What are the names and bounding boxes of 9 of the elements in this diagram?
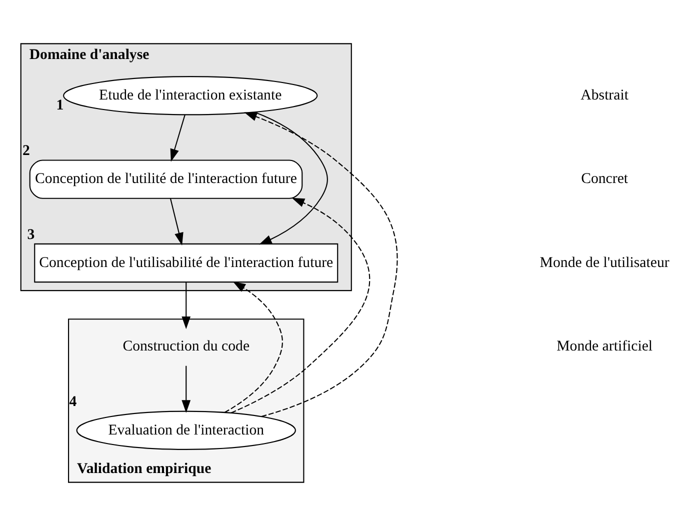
node-text: Construction du code	[122, 338, 250, 355]
label: Monde de l'utilisateur	[540, 254, 670, 271]
node-label: 3	[27, 226, 35, 243]
label: Abstrait	[580, 88, 628, 104]
node-label: 1	[56, 98, 64, 114]
label: Monde artificiel	[556, 338, 653, 355]
node-label: 2	[22, 143, 30, 160]
node-label: 4	[69, 394, 77, 410]
label: Concret	[581, 171, 628, 188]
